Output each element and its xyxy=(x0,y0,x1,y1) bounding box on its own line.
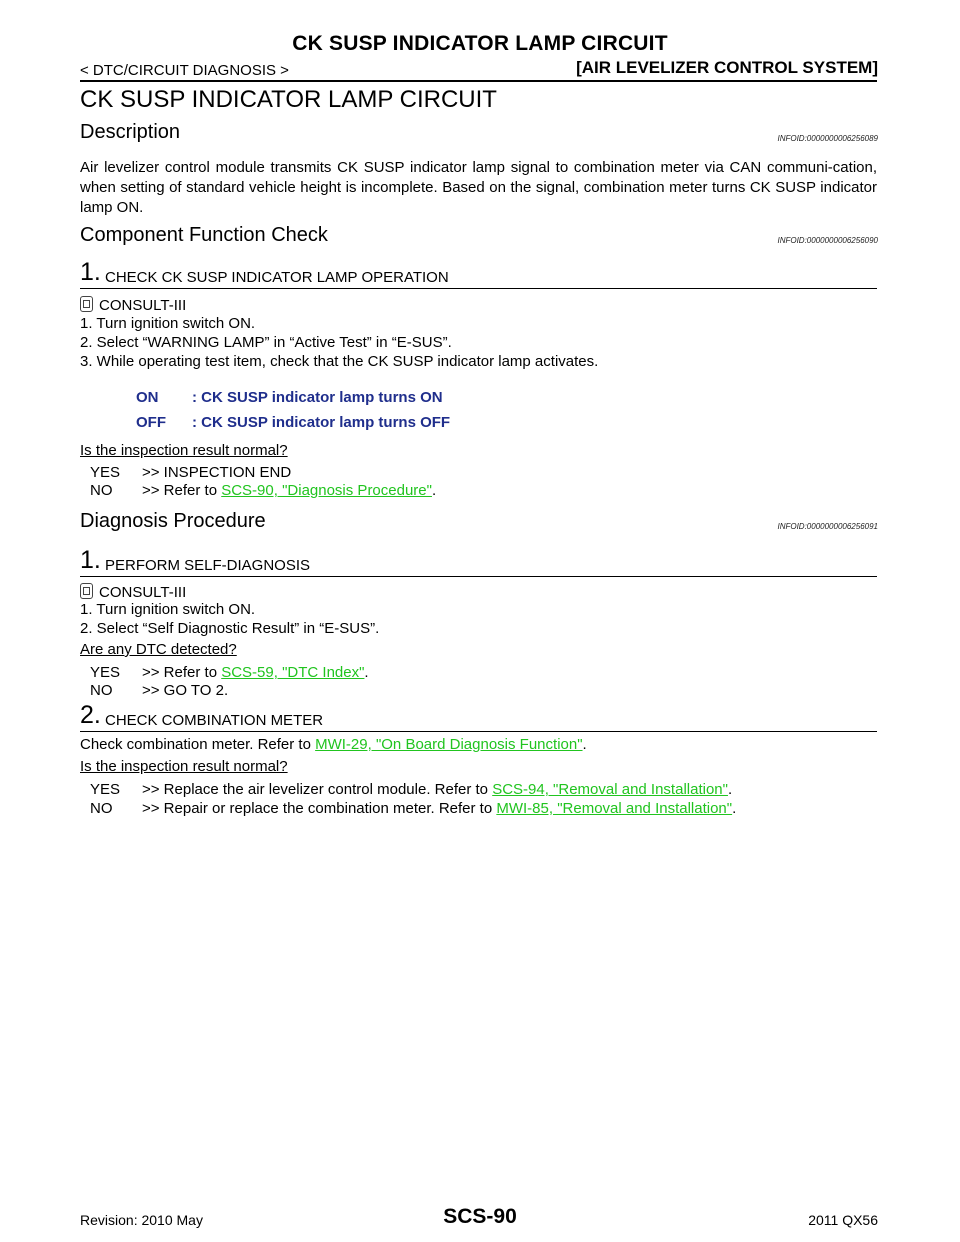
procedure-step: 2. Select “WARNING LAMP” in “Active Test… xyxy=(80,334,452,351)
step-number: 2. xyxy=(80,701,101,729)
procedure-step: 3. While operating test item, check that… xyxy=(80,353,599,370)
link-mwi-85[interactable]: MWI-85, "Removal and Installation" xyxy=(496,800,733,817)
procedure-step: 2. Select “Self Diagnostic Result” in “E… xyxy=(80,620,380,637)
tool-label: CONSULT-III xyxy=(99,584,187,601)
step-header: 1. PERFORM SELF-DIAGNOSIS xyxy=(80,546,877,577)
revision-label: Revision: 2010 May xyxy=(80,1212,203,1228)
description-infoid: INFOID:0000000006256089 xyxy=(777,134,878,143)
spec-row-off: OFF : CK SUSP indicator lamp turns OFF xyxy=(136,414,450,431)
spec-row-on: ON : CK SUSP indicator lamp turns ON xyxy=(136,389,443,406)
system-label: [AIR LEVELIZER CONTROL SYSTEM] xyxy=(576,58,878,77)
link-scs-59[interactable]: SCS-59, "DTC Index" xyxy=(221,664,365,681)
answer-no: NO>> Refer to SCS-90, "Diagnosis Procedu… xyxy=(90,482,437,499)
step-title: CHECK CK SUSP INDICATOR LAMP OPERATION xyxy=(105,269,449,286)
answer-yes: YES>> Replace the air levelizer control … xyxy=(90,781,733,798)
step-number: 1. xyxy=(80,546,101,574)
component-check-infoid: INFOID:0000000006256090 xyxy=(777,236,878,245)
spec-key: ON xyxy=(136,389,159,406)
step-header: 2. CHECK COMBINATION METER xyxy=(80,701,877,732)
spec-value: : CK SUSP indicator lamp turns OFF xyxy=(192,414,451,431)
description-text: Air levelizer control module transmits C… xyxy=(80,159,877,216)
answer-no: NO>> GO TO 2. xyxy=(90,682,229,699)
answer-yes: YES>> INSPECTION END xyxy=(90,464,292,481)
link-mwi-29[interactable]: MWI-29, "On Board Diagnosis Function" xyxy=(315,736,583,753)
answer-yes: YES>> Refer to SCS-59, "DTC Index". xyxy=(90,664,369,681)
consult-tool-icon xyxy=(80,296,93,312)
description-title: Description xyxy=(80,121,181,143)
consult-tool-icon xyxy=(80,583,93,599)
consult-line: CONSULT-III xyxy=(80,583,186,601)
model-label: 2011 QX56 xyxy=(808,1212,878,1228)
consult-line: CONSULT-III xyxy=(80,296,186,314)
diagnosis-title: Diagnosis Procedure xyxy=(80,510,266,532)
combination-meter-check: Check combination meter. Refer to MWI-29… xyxy=(80,736,587,753)
spec-key: OFF xyxy=(136,414,166,431)
inspection-question: Is the inspection result normal? xyxy=(80,758,288,775)
procedure-step: 1. Turn ignition switch ON. xyxy=(80,315,256,332)
link-scs-94[interactable]: SCS-94, "Removal and Installation" xyxy=(492,781,728,798)
tool-label: CONSULT-III xyxy=(99,297,187,314)
header-divider xyxy=(80,80,877,82)
link-scs-90[interactable]: SCS-90, "Diagnosis Procedure" xyxy=(221,482,432,499)
diagnosis-infoid: INFOID:0000000006256091 xyxy=(777,522,878,531)
answer-no: NO>> Repair or replace the combination m… xyxy=(90,800,737,817)
step-title: PERFORM SELF-DIAGNOSIS xyxy=(105,557,311,574)
procedure-step: 1. Turn ignition switch ON. xyxy=(80,601,256,618)
header-title: CK SUSP INDICATOR LAMP CIRCUIT xyxy=(292,32,668,55)
dtc-question: Are any DTC detected? xyxy=(80,641,237,658)
step-header: 1. CHECK CK SUSP INDICATOR LAMP OPERATIO… xyxy=(80,258,877,289)
page-title: CK SUSP INDICATOR LAMP CIRCUIT xyxy=(80,86,497,113)
step-number: 1. xyxy=(80,258,101,286)
breadcrumb: < DTC/CIRCUIT DIAGNOSIS > xyxy=(80,62,289,79)
inspection-question: Is the inspection result normal? xyxy=(80,442,288,459)
spec-value: : CK SUSP indicator lamp turns ON xyxy=(192,389,443,406)
component-check-title: Component Function Check xyxy=(80,224,328,246)
step-title: CHECK COMBINATION METER xyxy=(105,712,324,729)
page-number: SCS-90 xyxy=(443,1205,517,1228)
